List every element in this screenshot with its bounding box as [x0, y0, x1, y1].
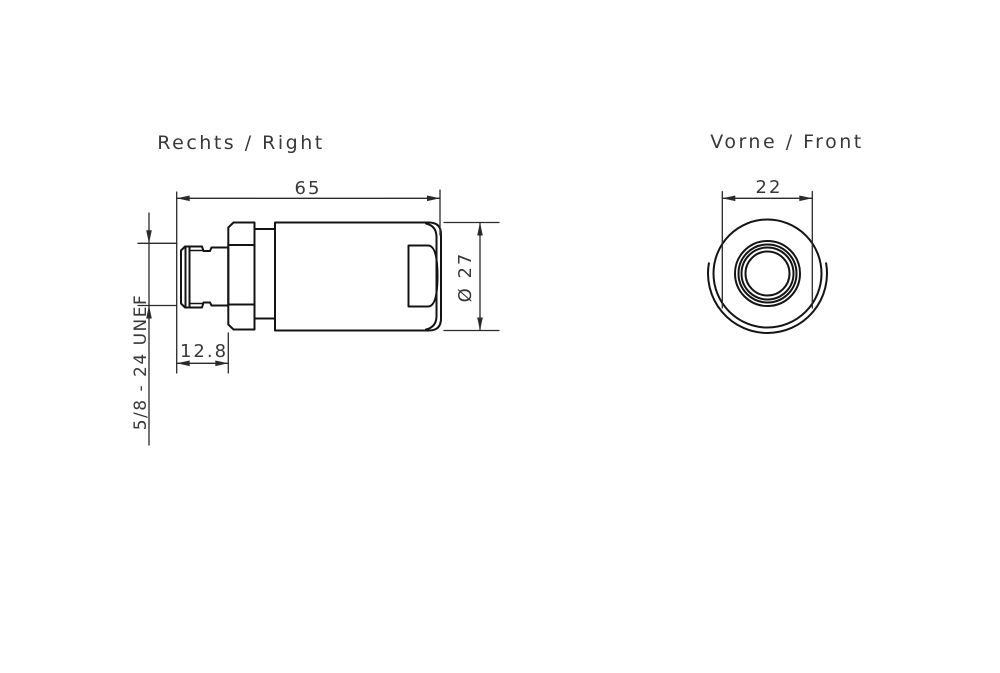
thread-outer-ring [734, 240, 801, 307]
dim-thread-spec: 5/8 - 24 UNEF [131, 212, 178, 446]
arrowhead [176, 360, 190, 367]
arrowhead [477, 317, 483, 331]
front-view: Vorne / Front 22 [707, 131, 863, 334]
dim-overall-length: 65 [176, 178, 441, 374]
arrowhead [477, 222, 483, 236]
arrowhead [146, 305, 152, 319]
dim-thread-length-value: 12.8 [180, 341, 228, 362]
dim-thread-length: 12.8 [176, 332, 229, 374]
body-circle [712, 218, 823, 329]
center-bore [744, 250, 791, 297]
dim-body-diameter-value: Ø 27 [455, 252, 476, 303]
front-view-title: Vorne / Front [710, 131, 863, 153]
flange-step [253, 228, 276, 320]
hex-nut [227, 221, 256, 331]
dim-front-diameter-value: 22 [756, 177, 783, 198]
connector-body [274, 221, 442, 332]
dim-thread-spec-value: 5/8 - 24 UNEF [131, 294, 151, 431]
dim-front-diameter: 22 [721, 177, 813, 309]
thread-inner-ring [737, 243, 798, 304]
outer-rim-arc [707, 262, 828, 334]
arrowhead [799, 195, 813, 202]
right-view: Rechts / Right [131, 132, 500, 446]
arrowhead [176, 195, 190, 202]
connector-side-outline [180, 221, 442, 332]
interface-ring [740, 246, 795, 301]
right-view-title: Rechts / Right [157, 132, 324, 154]
arrowhead [146, 230, 152, 244]
arrowhead [427, 195, 440, 202]
thread-section [180, 245, 230, 309]
dim-overall-length-value: 65 [295, 178, 322, 199]
arrowhead [722, 195, 736, 202]
arrowhead [215, 360, 229, 367]
body-cap-seam [425, 222, 438, 331]
dim-body-diameter: Ø 27 [443, 221, 500, 332]
connector-front-outline [707, 218, 828, 334]
body-inner-window [407, 244, 439, 308]
